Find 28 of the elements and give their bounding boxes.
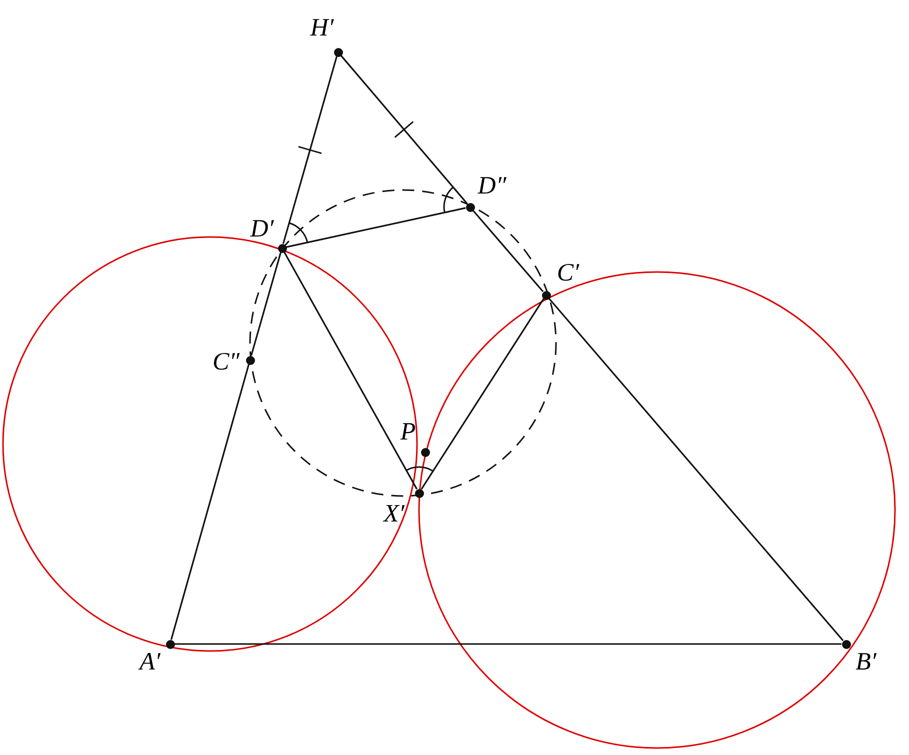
line-segment	[284, 252, 418, 490]
line-segment	[174, 643, 842, 645]
line-segment	[286, 207, 466, 248]
point-label: D′	[250, 216, 274, 242]
line-segment	[170, 364, 250, 640]
point-label: H′	[310, 16, 334, 40]
line-segment	[472, 210, 544, 292]
line-segment	[250, 252, 282, 356]
point-marker	[466, 202, 474, 212]
point-marker	[246, 356, 254, 364]
point-marker	[334, 48, 342, 56]
point-label: B′	[856, 650, 876, 674]
point-label: C′	[556, 260, 580, 286]
point-label: P	[400, 420, 416, 444]
point-marker	[414, 488, 424, 498]
point-label: C″	[212, 350, 240, 374]
point-label: D″	[478, 174, 506, 198]
point-marker	[278, 244, 286, 252]
point-marker	[842, 640, 850, 648]
line-segment	[340, 54, 468, 204]
line-segment	[548, 298, 844, 642]
point-marker	[166, 640, 174, 648]
point-label: A′	[140, 650, 160, 674]
point-label: X′	[384, 502, 404, 526]
point-marker	[420, 448, 430, 456]
point-marker	[542, 290, 550, 300]
line-segment	[282, 56, 338, 244]
line-segment	[420, 298, 544, 490]
